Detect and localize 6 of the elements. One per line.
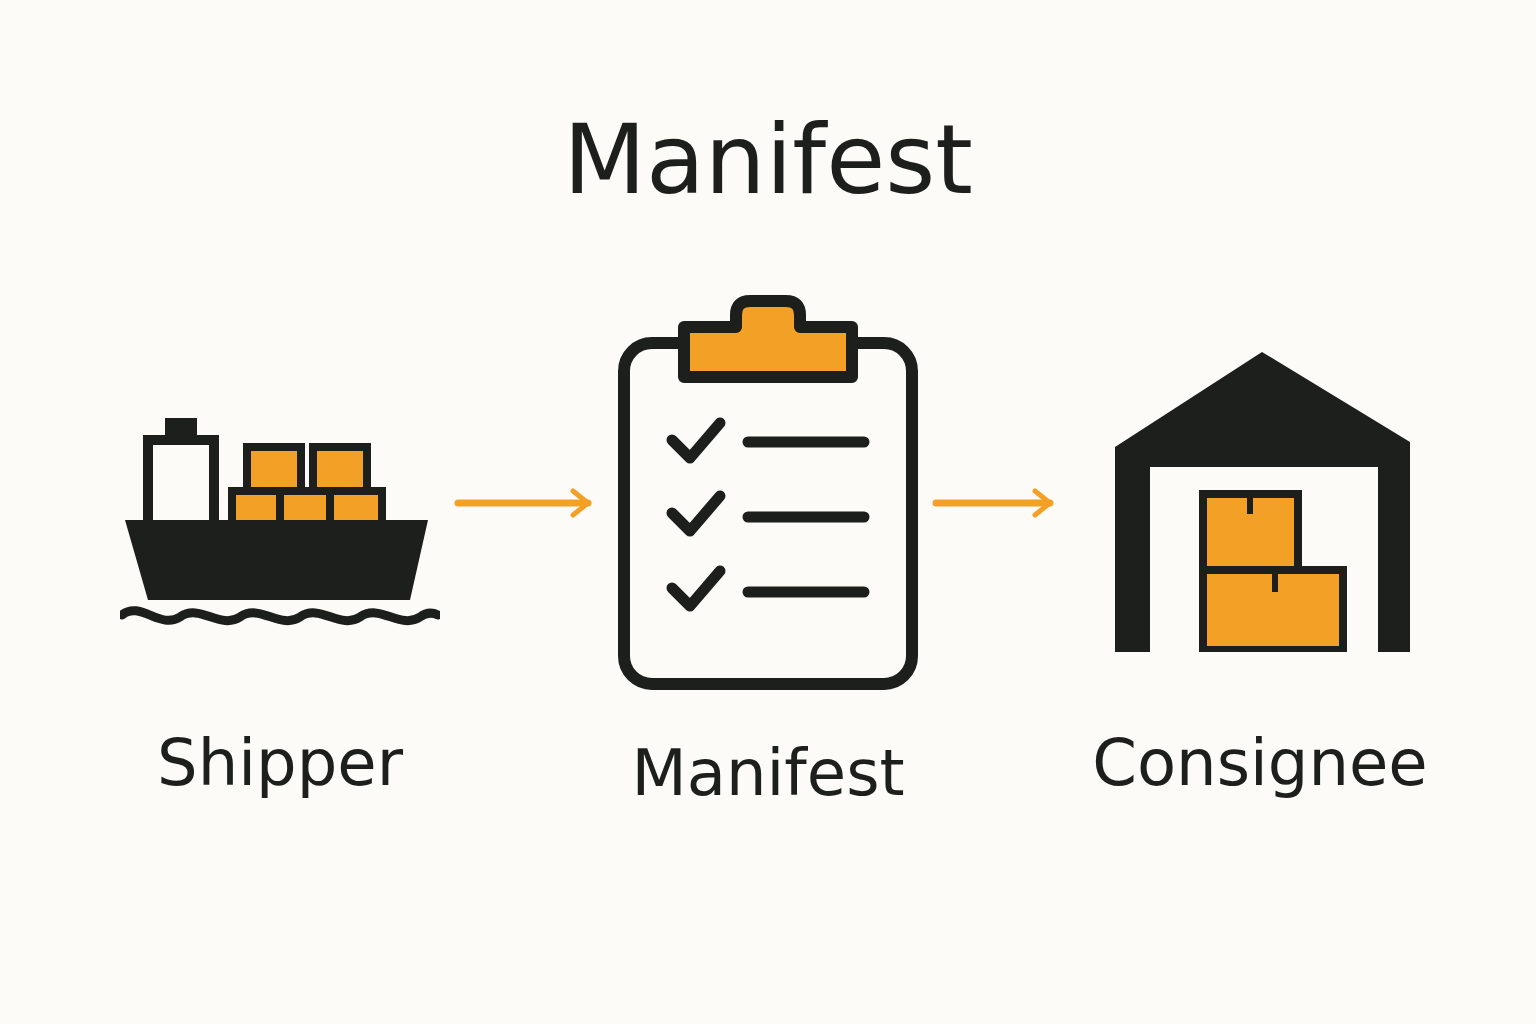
arrow [932,488,1054,518]
diagram-title: Manifest [562,103,974,218]
arrow [454,488,592,518]
node-label: Manifest [630,735,906,811]
node-label: Shipper [156,725,404,801]
node-label: Consignee [1091,725,1429,801]
